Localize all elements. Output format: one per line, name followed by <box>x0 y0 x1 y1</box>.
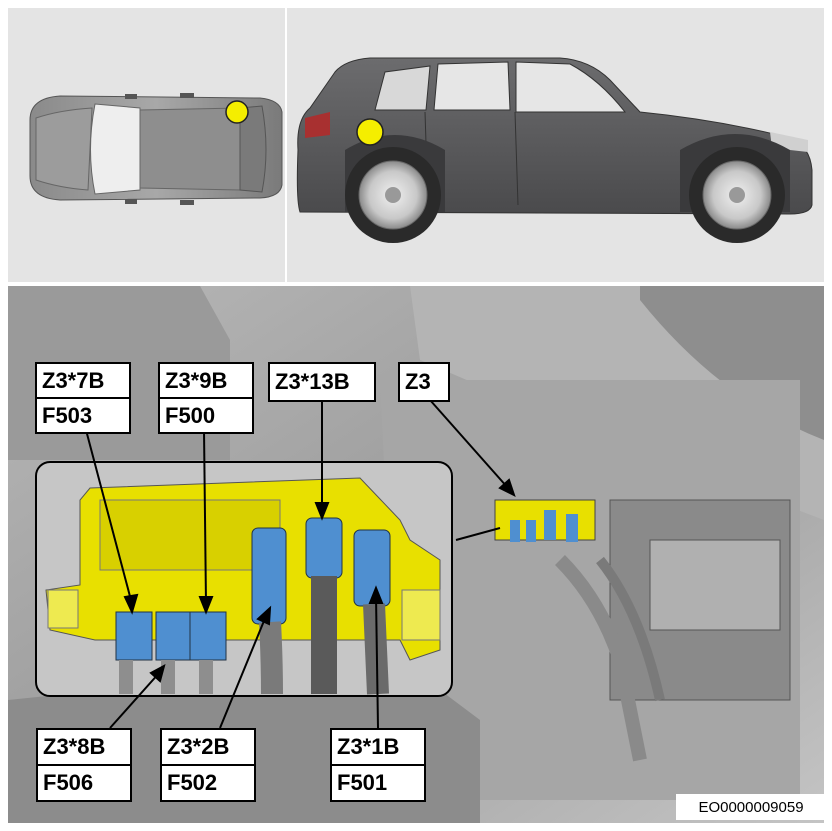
connector-label: Z3*13B <box>275 369 350 394</box>
connector-label: Z3*2B <box>167 734 230 759</box>
leader-z3-7b <box>85 429 133 605</box>
car-top-view-panel <box>8 8 285 282</box>
fuse-label: F503 <box>37 397 129 432</box>
inset-connector-line <box>455 527 501 541</box>
arrowhead <box>314 502 330 521</box>
arrowhead <box>198 596 214 615</box>
callout-z3-13b: Z3*13B <box>268 362 376 402</box>
leader-z3-1b <box>375 595 379 729</box>
arrowhead <box>498 478 516 497</box>
car-side-view-panel <box>287 8 824 282</box>
fuse-label: F501 <box>332 764 424 800</box>
callout-z3-1b: Z3*1B F501 <box>330 728 426 802</box>
connector-label: Z3*7B <box>42 367 105 393</box>
location-marker <box>356 118 384 146</box>
connector-label: Z3*8B <box>43 734 106 759</box>
leader-lines <box>85 399 516 729</box>
connectors <box>115 517 391 661</box>
arrowhead <box>368 585 384 604</box>
leader-z3 <box>429 399 509 489</box>
fuse-label: F502 <box>162 764 254 800</box>
arrowhead <box>149 664 166 683</box>
location-marker <box>225 100 249 124</box>
callout-z3-7b: Z3*7B F503 <box>35 362 131 434</box>
car-side-view <box>296 57 813 243</box>
fuse-label: F500 <box>160 397 252 432</box>
callout-z3-9b: Z3*9B F500 <box>158 362 254 434</box>
callout-z3: Z3 <box>398 362 450 402</box>
leader-z3-9b <box>203 429 207 605</box>
fuse-box-inset <box>35 461 453 697</box>
car-top-view <box>29 93 283 205</box>
arrowhead <box>256 605 272 626</box>
arrowhead <box>123 593 139 615</box>
callout-z3-2b: Z3*2B F502 <box>160 728 256 802</box>
callout-z3-8b: Z3*8B F506 <box>36 728 132 802</box>
leader-z3-2b <box>219 615 267 729</box>
leader-z3-8b <box>109 671 161 729</box>
fuse-label: F506 <box>38 764 130 800</box>
connector-label: Z3 <box>405 369 431 394</box>
document-id: EO0000009059 <box>676 794 826 820</box>
connector-label: Z3*9B <box>165 367 228 393</box>
connector-label: Z3*1B <box>337 734 400 759</box>
